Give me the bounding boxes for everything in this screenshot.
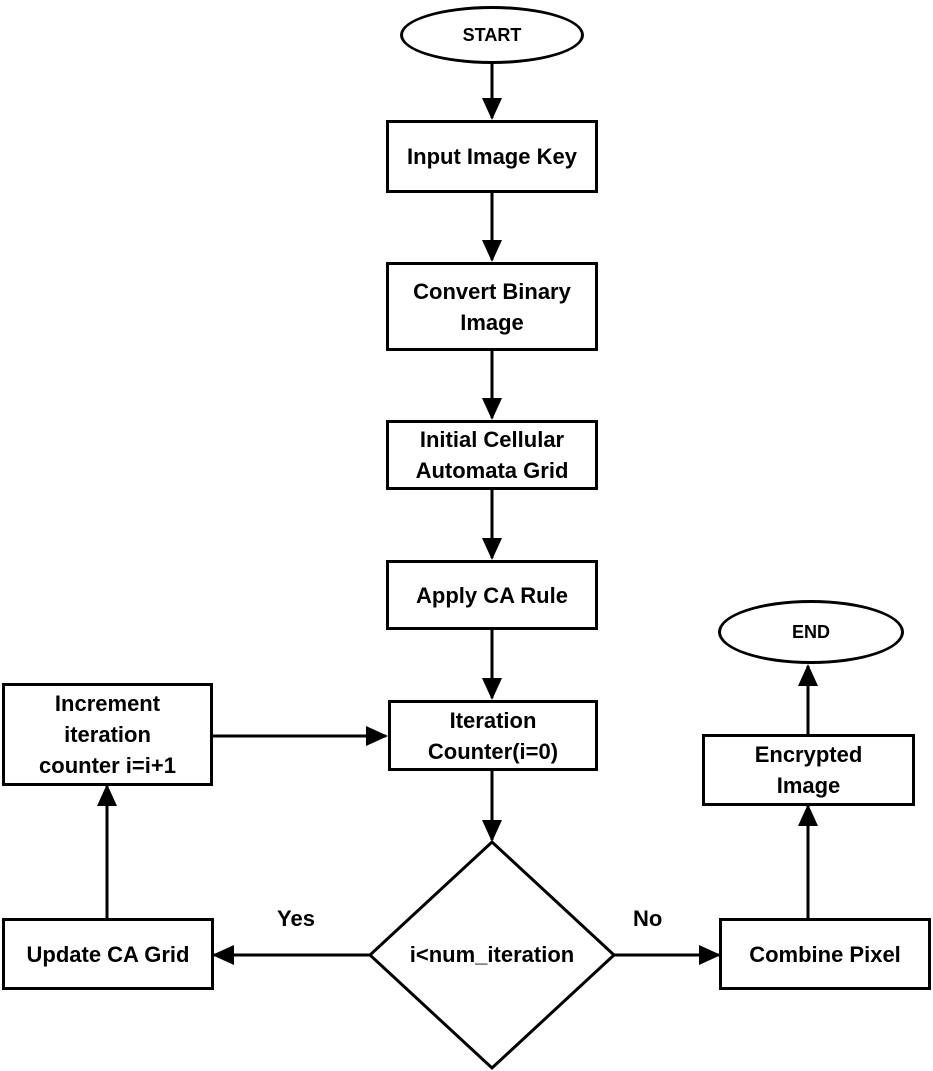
decision-diamond <box>367 839 617 1071</box>
arrowhead <box>798 664 818 686</box>
encrypted-image-node: Encrypted Image <box>702 734 915 806</box>
input-image-key-node: Input Image Key <box>386 120 598 193</box>
update-ca-grid-node: Update CA Grid <box>2 918 214 990</box>
increment-counter-node: Increment iteration counter i=i+1 <box>2 683 213 786</box>
start-node: START <box>400 6 584 64</box>
iteration-counter-node: Iteration Counter(i=0) <box>388 700 598 771</box>
arrowhead <box>212 945 234 965</box>
arrowhead <box>699 945 721 965</box>
yes-label: Yes <box>277 906 315 931</box>
end-node: END <box>718 600 904 664</box>
arrowhead <box>482 820 502 842</box>
initial-ca-grid-node: Initial Cellular Automata Grid <box>386 420 598 490</box>
arrowhead <box>482 538 502 560</box>
arrowhead <box>482 398 502 420</box>
arrowhead <box>798 804 818 826</box>
apply-ca-rule-node: Apply CA Rule <box>386 560 598 630</box>
combine-pixel-node: Combine Pixel <box>719 918 931 990</box>
no-label: No <box>633 906 663 931</box>
arrowhead <box>482 240 502 262</box>
convert-binary-image-node: Convert Binary Image <box>386 262 598 351</box>
decision-label: i<num_iteration <box>409 942 575 967</box>
arrowhead <box>366 726 388 746</box>
arrowhead <box>482 678 502 700</box>
arrowhead <box>482 98 502 120</box>
arrowhead <box>97 784 117 806</box>
